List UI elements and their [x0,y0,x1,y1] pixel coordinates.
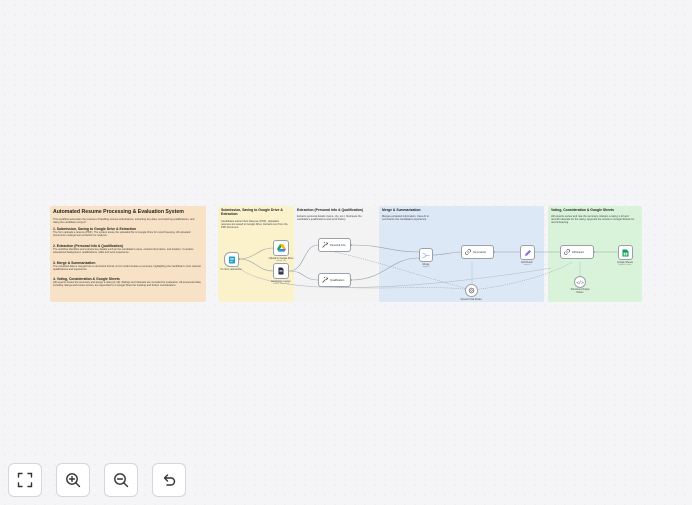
note-title: Submission, Saving to Google Drive & Ext… [221,208,283,216]
fit-view-button[interactable] [8,463,42,497]
note-title: Voting, Consideration & Google Sheets [551,208,615,212]
node-label: Upload to Google Drive [268,257,294,260]
google-sheets-icon [622,249,629,256]
openai-chat-model-node[interactable] [465,284,478,297]
connection [350,244,420,253]
sub-connection [334,251,473,291]
note-title: Merge & Summarization [382,208,421,212]
ai-extract-icon [322,277,328,283]
overview-section-2: 2. Extraction (Personal Info & Qualifica… [53,244,203,254]
output-port[interactable] [493,251,495,253]
output-port[interactable] [593,251,595,253]
hr-expert-node[interactable]: HR Expert [560,245,594,259]
node-label: HR Expert [572,250,584,254]
zoom-in-button[interactable] [56,463,90,497]
zoom-out-button[interactable] [104,463,138,497]
undo-icon [163,474,176,486]
form-trigger-node[interactable] [224,252,239,267]
openai-icon [468,287,475,294]
node-sublabel: manual [523,264,531,266]
personal-info-node[interactable]: Personal Info [318,238,351,252]
section-heading: 2. Extraction (Personal Info & Qualifica… [53,244,123,248]
node-label: Merge [422,263,430,266]
merge-icon [422,252,430,258]
zoom-out-icon [114,473,129,488]
node-label: Extracting resume [271,280,291,283]
connection [238,247,274,260]
node-sublabel: upload: file [276,260,286,262]
structured-output-parser-node[interactable]: </> [574,276,586,288]
section-text: The extracted data is merged into a stru… [53,265,201,272]
output-port[interactable] [238,258,240,260]
pencil-icon [524,249,531,256]
connection [288,244,319,272]
section-heading: 1. Submission, Saving to Google Drive & … [53,227,137,231]
overview-title: Automated Resume Processing & Evaluation… [53,209,184,215]
section-text: The form uploads a resume (PDF). The sys… [53,231,191,238]
output-port[interactable] [350,279,352,281]
section-heading: 3. Merge & Summarization [53,261,96,265]
zoom-in-icon [66,473,81,488]
chain-icon [564,249,570,255]
connection [350,257,420,281]
note-text: Extracts personal details (name, city, e… [297,215,362,222]
node-label: OpenAI Chat Model [460,298,482,301]
overview-section-4: 4. Voting, Consideration & Google Sheets… [53,277,203,287]
overview-section-1: 1. Submission, Saving to Google Drive & … [53,227,203,237]
node-label: Edit Fields [521,261,533,264]
overview-description: This workflow automates the process of h… [53,218,195,225]
node-label: Structured Output Parser [570,288,590,294]
google-drive-icon [276,244,286,252]
node-sublabel: extract: From PDF [272,283,290,285]
node-label: Qualification [330,278,345,282]
sub-connection [334,286,473,291]
node-sublabel: append [422,266,430,268]
section-heading: 4. Voting, Consideration & Google Sheets [53,277,120,281]
connection [288,270,319,281]
undo-button[interactable] [152,463,186,497]
fit-view-icon [17,472,33,488]
section-text: The workflow identifies and extracts key… [53,248,194,255]
summarize-node[interactable]: Summarize [461,245,494,259]
sub-connection [471,261,573,291]
connection [432,251,462,256]
note-text: HR experts review and rate the summary. … [551,215,635,225]
overview-section-3: 3. Merge & Summarization The extracted d… [53,261,203,271]
google-drive-node[interactable] [273,240,289,256]
node-sublabel: append: sheet [618,264,632,266]
output-port[interactable] [350,244,352,246]
ai-extract-icon [322,242,328,248]
node-label: Summarize [473,250,487,254]
connection [238,258,274,272]
extract-pdf-node[interactable] [273,263,289,279]
edit-fields-node[interactable] [520,245,535,260]
qualification-node[interactable]: Qualification [318,273,351,287]
merge-node[interactable] [419,248,433,262]
chain-icon [465,249,471,255]
node-label: On form submission [220,268,242,271]
note-title: Extraction (Personal Info & Qualificatio… [297,208,364,212]
node-label: Personal Info [330,243,346,247]
sticky-note-overview[interactable]: Automated Resume Processing & Evaluation… [50,206,206,302]
google-sheets-node[interactable] [618,245,633,260]
note-text: Candidates submit their Resume (PDF). Up… [221,220,288,230]
node-label: Google Sheets [617,261,633,264]
note-text: Merges extracted information. Uses AI to… [382,215,429,222]
section-text: HR experts review the summary and assign… [53,281,202,288]
form-icon [228,256,235,263]
pdf-extract-icon [278,267,284,275]
code-icon: </> [576,279,584,285]
